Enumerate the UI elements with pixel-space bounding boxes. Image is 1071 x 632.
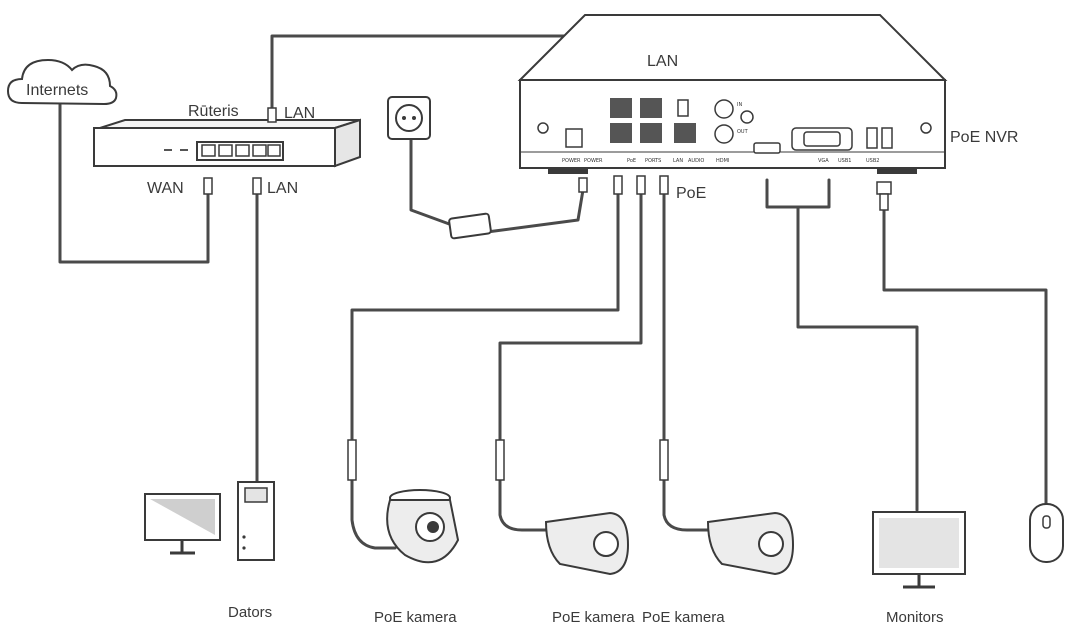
camera-bullet-1-label: PoE kamera: [552, 609, 635, 626]
poe-cable-1: [350, 193, 620, 442]
camera-cable-connectors-icon: [347, 439, 669, 481]
power-adapter-icon: [448, 212, 492, 240]
nvr-port-audio-out: OUT: [737, 129, 749, 135]
router-lan-bottom-label: LAN: [267, 180, 298, 197]
nvr-port-poe: PoE: [627, 158, 636, 164]
usb-connector-icon: [876, 181, 892, 211]
power-cable: [409, 118, 454, 227]
poe-cable-3-end: [662, 478, 714, 532]
video-cable-down: [796, 205, 919, 512]
nvr-port-audio-in: IN: [737, 102, 742, 108]
nvr-port-lan: LAN: [673, 158, 683, 164]
internet-label: Internets: [26, 82, 88, 99]
usb-cable: [882, 208, 1048, 507]
mouse-icon: [1029, 503, 1064, 563]
router-device: [93, 118, 361, 168]
computer-tower-icon: [237, 481, 275, 561]
bullet-camera-2-icon: [706, 511, 795, 576]
nvr-port-vga: VGA: [818, 158, 829, 164]
video-cable: [765, 178, 831, 209]
nvr-port-power: POWER: [562, 158, 581, 164]
internet-cloud-icon: [6, 58, 118, 106]
nvr-port-usb2: USB2: [866, 158, 879, 164]
poe-label: PoE: [676, 185, 706, 202]
router-wan-label: WAN: [147, 180, 184, 197]
power-cable-nvr: [485, 188, 585, 234]
poe-cable-2-end: [498, 478, 554, 532]
nvr-port-power2: POWER: [584, 158, 603, 164]
nvr-label: PoE NVR: [950, 129, 1018, 146]
poe-connectors-icon: [578, 175, 669, 195]
nvr-port-usb1: USB1: [838, 158, 851, 164]
monitor-icon: [872, 511, 966, 589]
rj45-connector-icon: [203, 107, 277, 195]
router-lan-top-label: LAN: [284, 105, 315, 122]
computer-monitor-icon: [144, 493, 221, 555]
router-label: Rūteris: [188, 103, 239, 120]
nvr-lan-label: LAN: [647, 53, 678, 70]
nvr-lan-connector-icon: [677, 99, 689, 117]
dome-camera-icon: [386, 489, 460, 564]
wan-cable: [58, 103, 210, 264]
nvr-port-audio: AUDIO: [688, 158, 704, 164]
poe-nvr-device: [517, 14, 948, 174]
computer-label: Dators: [228, 604, 272, 621]
nvr-port-hdmi: HDMI: [716, 158, 729, 164]
camera-dome-label: PoE kamera: [374, 609, 457, 626]
nvr-port-ports: PORTS: [645, 158, 661, 164]
bullet-camera-1-icon: [544, 511, 630, 576]
power-outlet-icon: [387, 96, 431, 140]
monitor-label: Monitors: [886, 609, 944, 626]
poe-cable-2: [498, 193, 643, 442]
poe-cable-1-end: [350, 478, 397, 550]
camera-bullet-2-label: PoE kamera: [642, 609, 725, 626]
